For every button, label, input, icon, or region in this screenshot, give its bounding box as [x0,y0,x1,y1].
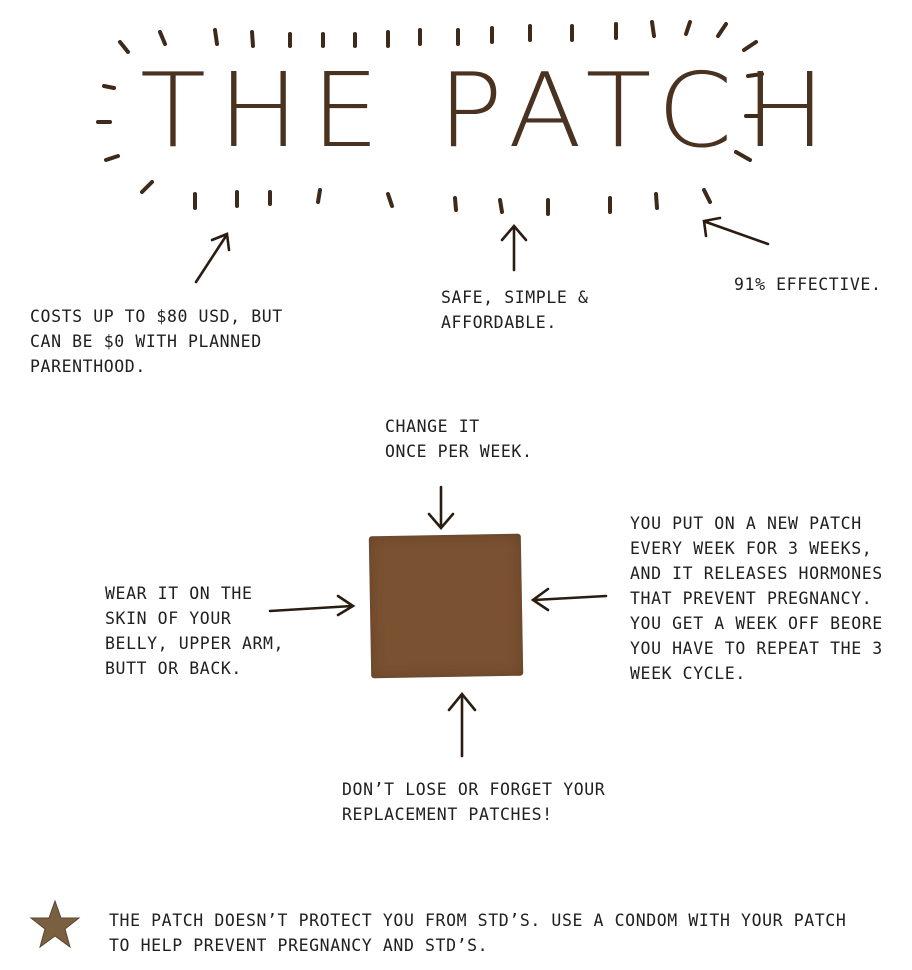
arrow-cost [194,234,228,284]
note-how: YOU PUT ON A NEW PATCH EVERY WEEK FOR 3 … [630,514,883,683]
note-wear: WEAR IT ON THE SKIN OF YOUR BELLY, UPPER… [105,584,285,678]
patch-square [368,533,524,679]
note-lose: DON’T LOSE OR FORGET YOUR REPLACEMENT PA… [342,780,606,824]
page-title: THE PATCH [140,52,838,171]
arrow-effective [704,220,770,246]
note-safe: SAFE, SIMPLE & AFFORDABLE. [441,288,589,332]
note-cost: COSTS UP TO $80 USD, BUT CAN BE $0 WITH … [30,307,283,376]
star-icon [29,899,81,949]
arrow-wear [268,604,354,613]
note-effective: 91% EFFECTIVE. [734,275,882,294]
arrow-how [532,594,608,602]
note-change: CHANGE IT ONCE PER WEEK. [385,417,533,461]
note-warning: THE PATCH DOESN’T PROTECT YOU FROM STD’S… [109,911,847,955]
